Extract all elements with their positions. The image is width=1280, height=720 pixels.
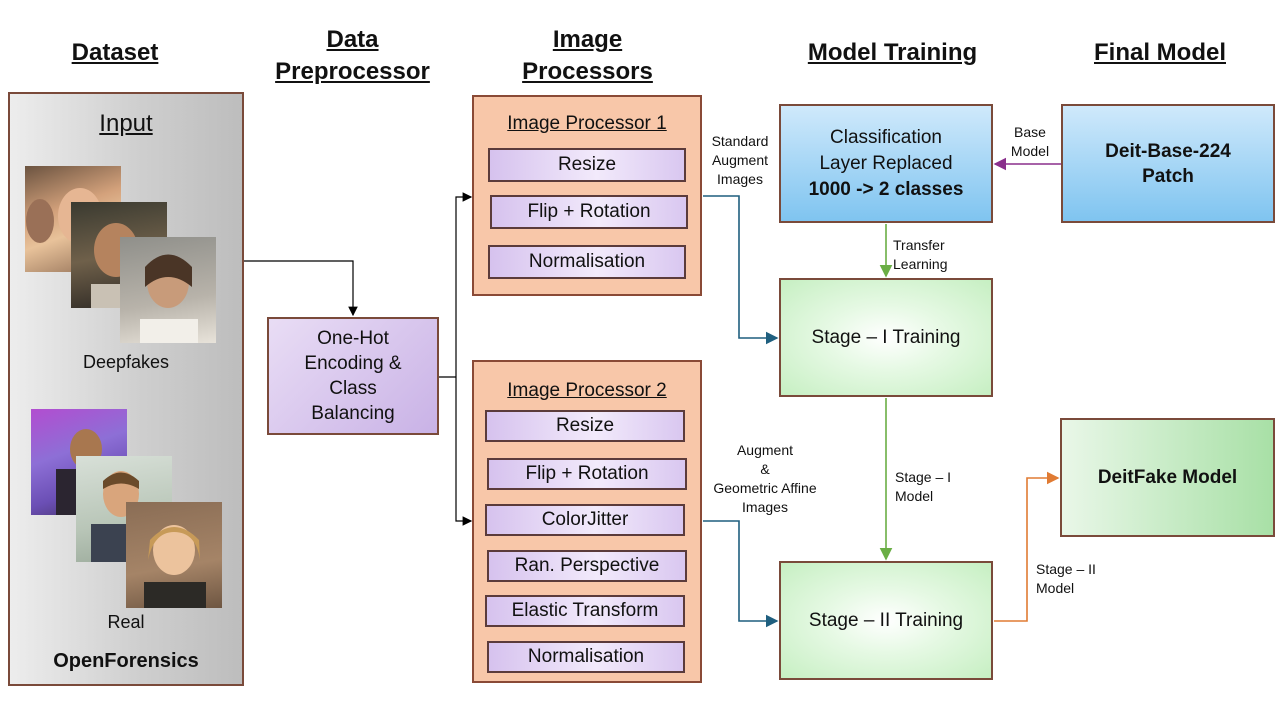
real-label: Real [107, 612, 145, 632]
arrow-dataset-to-preprocessor [244, 260, 358, 317]
edge-label-stage2-model: Stage – II Model [1036, 560, 1116, 598]
header-final-model: Final Model [1094, 39, 1226, 66]
image-processor-1-title: Image Processor 1 [507, 113, 667, 134]
edge-label-augment-geometric: Augment & Geometric Affine Images [700, 441, 830, 517]
deit-base-line-1: Deit-Base-224 [1105, 140, 1231, 162]
classification-layer-box: Classification Layer Replaced 1000 -> 2 … [779, 104, 993, 223]
stage1-training-label: Stage – I Training [811, 326, 961, 348]
edge-label-stage1-model: Stage – I Model [895, 468, 965, 506]
classification-line-1: Classification [830, 126, 942, 148]
arrow-processor1-to-stage1 [703, 195, 779, 345]
edge-label-augment-line2: & [760, 461, 770, 477]
edge-label-base-line2: Model [1010, 143, 1050, 159]
p2-step-resize: Resize [485, 410, 685, 442]
preprocessor-line-1: One-Hot [317, 328, 389, 349]
edge-label-stage1-line2: Model [895, 488, 934, 504]
header-data-preprocessor-line2: Preprocessor [275, 58, 430, 85]
deit-base-line-2: Patch [1142, 165, 1194, 187]
p2-step-flip-rotation: Flip + Rotation [487, 458, 687, 490]
edge-label-transfer-line1: Transfer [893, 237, 945, 253]
classification-line-3: 1000 -> 2 classes [808, 178, 964, 200]
header-image-processors-line2: Processors [522, 58, 653, 85]
edge-label-stage1-line1: Stage – I [895, 469, 952, 485]
edge-label-transfer-line2: Learning [893, 256, 948, 272]
header-data-preprocessor: Data Preprocessor [250, 24, 455, 88]
edge-label-stage2-line1: Stage – II [1036, 561, 1096, 577]
edge-label-standard-augment: Standard Augment Images [700, 132, 780, 189]
p1-step-normalisation: Normalisation [488, 245, 686, 279]
edge-label-standard-line1: Standard [711, 133, 769, 149]
header-image-processors-line1: Image [552, 26, 623, 53]
dataset-name: OpenForensics [53, 650, 199, 672]
arrow-stage2-to-deitfake [994, 471, 1060, 622]
p2-step-colorjitter: ColorJitter [485, 504, 685, 536]
deit-base-box: Deit-Base-224 Patch [1061, 104, 1275, 223]
stage2-training-label: Stage – II Training [808, 609, 964, 631]
edge-label-stage2-line2: Model [1036, 580, 1075, 596]
edge-label-augment-line3: Geometric Affine [713, 480, 817, 496]
preprocessor-line-4: Balancing [311, 403, 395, 424]
p1-step-flip-rotation: Flip + Rotation [490, 195, 688, 229]
edge-label-base-model: Base Model [1002, 123, 1058, 161]
p2-step-normalisation: Normalisation [487, 641, 685, 673]
edge-label-augment-line1: Augment [736, 442, 794, 458]
classification-line-2: Layer Replaced [819, 152, 953, 174]
edge-label-standard-line2: Augment [711, 152, 769, 168]
stage1-training-box: Stage – I Training [779, 278, 993, 397]
p2-step-random-perspective: Ran. Perspective [487, 550, 687, 582]
header-data-preprocessor-line1: Data [326, 26, 379, 53]
stage2-training-box: Stage – II Training [779, 561, 993, 680]
image-processor-1: Image Processor 1 Resize Flip + Rotation… [472, 95, 702, 296]
edge-label-standard-line3: Images [717, 171, 763, 187]
header-model-training: Model Training [807, 39, 978, 66]
arrow-preprocessor-to-processor1 [455, 192, 473, 377]
arrow-processor2-to-stage2 [703, 520, 779, 628]
deepfake-photo-3 [120, 237, 216, 343]
edge-label-augment-line4: Images [742, 499, 788, 515]
deitfake-model-label: DeitFake Model [1097, 466, 1238, 488]
edge-label-transfer-learning: Transfer Learning [893, 236, 963, 274]
edge-label-base-line1: Base [1014, 124, 1046, 140]
real-photo-3 [126, 502, 222, 608]
deitfake-model-box: DeitFake Model [1060, 418, 1275, 537]
preprocessor-line-2: Encoding & [304, 353, 402, 374]
deepfakes-label: Deepfakes [82, 352, 170, 372]
input-label: Input [99, 110, 153, 137]
p1-step-resize: Resize [488, 148, 686, 182]
header-dataset: Dataset [71, 39, 159, 66]
arrow-preprocessor-to-processor2 [455, 377, 473, 526]
image-processor-2: Image Processor 2 Resize Flip + Rotation… [472, 360, 702, 683]
preprocessor-line-3: Class [329, 378, 377, 399]
header-image-processors: Image Processors [495, 24, 680, 88]
dataset-panel: Input Deepfakes Real OpenForensics [8, 92, 244, 686]
image-processor-2-title: Image Processor 2 [507, 380, 667, 401]
p2-step-elastic-transform: Elastic Transform [485, 595, 685, 627]
preprocessor-box: One-Hot Encoding & Class Balancing [267, 317, 439, 435]
